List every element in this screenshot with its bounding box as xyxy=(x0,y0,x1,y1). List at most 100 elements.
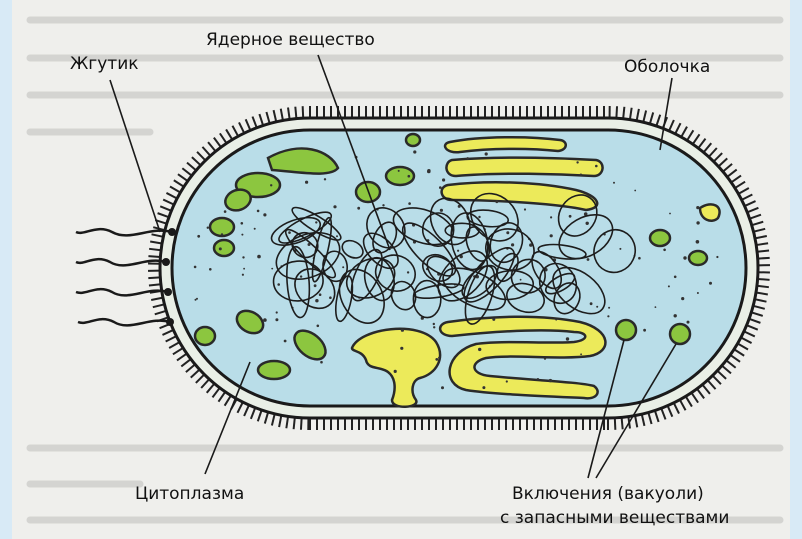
bristle xyxy=(623,107,624,119)
speckle xyxy=(427,169,430,172)
speckle xyxy=(207,227,209,229)
speckle xyxy=(324,178,326,180)
speckle xyxy=(209,268,212,271)
speckle xyxy=(315,221,317,223)
speckle xyxy=(400,347,403,350)
label-membrane: Оболочка xyxy=(624,57,710,77)
bristle xyxy=(149,284,161,285)
speckle xyxy=(288,231,291,234)
speckle xyxy=(433,323,435,325)
speckle xyxy=(357,207,360,210)
speckle xyxy=(219,247,222,250)
speckle xyxy=(224,210,227,213)
speckle xyxy=(506,380,508,382)
speckle xyxy=(241,222,244,225)
label-inclusions-line2: с запасными веществами xyxy=(500,508,729,528)
speckle xyxy=(511,243,514,246)
speckle xyxy=(669,213,671,215)
speckle xyxy=(576,161,578,163)
speckle xyxy=(275,318,278,321)
speckle xyxy=(709,282,712,285)
speckle xyxy=(277,283,280,286)
bristle xyxy=(148,256,160,257)
speckle xyxy=(492,318,495,321)
speckle xyxy=(549,379,552,382)
speckle xyxy=(401,329,404,332)
speckle xyxy=(241,234,243,236)
speckle xyxy=(696,240,700,244)
speckle xyxy=(506,231,509,234)
speckle xyxy=(655,306,657,308)
speckle xyxy=(276,311,278,313)
speckle xyxy=(435,358,438,361)
label-flagellum: Жгутик xyxy=(70,54,139,74)
speckle xyxy=(668,285,670,287)
speckle xyxy=(580,174,583,177)
speckle xyxy=(457,250,459,252)
speckle xyxy=(243,268,245,270)
speckle xyxy=(482,386,485,389)
speckle xyxy=(242,256,244,258)
speckle xyxy=(495,200,498,203)
speckle xyxy=(587,258,590,261)
speckle xyxy=(608,307,610,309)
label-nuclear-matter: Ядерное вещество xyxy=(206,30,375,50)
speckle xyxy=(634,190,636,192)
speckle xyxy=(716,256,718,258)
speckle xyxy=(320,361,323,364)
speckle xyxy=(413,150,416,153)
speckle xyxy=(566,337,569,340)
speckle xyxy=(485,152,488,155)
bristle xyxy=(615,418,616,430)
label-inclusions-line1: Включения (вакуоли) xyxy=(512,484,704,504)
speckle xyxy=(342,266,344,268)
speckle xyxy=(257,255,261,259)
speckle xyxy=(478,348,481,351)
speckle xyxy=(315,299,318,302)
speckle xyxy=(407,271,409,273)
speckle xyxy=(440,209,443,212)
speckle xyxy=(194,266,197,269)
speckle xyxy=(569,215,572,218)
speckle xyxy=(242,274,244,276)
speckle xyxy=(607,315,609,317)
speckle xyxy=(537,378,539,380)
speckle xyxy=(586,222,589,225)
speckle xyxy=(580,353,582,355)
speckle xyxy=(590,302,593,305)
speckle xyxy=(442,178,445,181)
speckle xyxy=(197,235,200,238)
speckle xyxy=(284,340,287,343)
speckle xyxy=(683,256,686,259)
speckle xyxy=(478,216,480,218)
speckle xyxy=(613,182,615,184)
speckle xyxy=(271,268,273,270)
speckle xyxy=(696,221,699,224)
speckle xyxy=(336,235,338,237)
speckle xyxy=(433,326,435,328)
speckle xyxy=(329,296,332,299)
bristle xyxy=(301,418,302,430)
speckle xyxy=(439,186,442,189)
speckle xyxy=(696,206,699,209)
bristle xyxy=(295,107,296,119)
speckle xyxy=(438,357,440,359)
speckle xyxy=(221,233,223,235)
speckle xyxy=(555,319,557,321)
speckle xyxy=(408,175,411,178)
bristle xyxy=(149,249,161,250)
speckle xyxy=(466,157,469,160)
speckle xyxy=(317,325,320,328)
speckle xyxy=(300,275,302,277)
bristle xyxy=(757,286,769,287)
bristle xyxy=(294,417,295,429)
bristle xyxy=(758,279,770,280)
bristle xyxy=(616,106,617,118)
bristle xyxy=(303,106,304,118)
label-cytoplasm: Цитоплазма xyxy=(135,484,244,504)
speckle xyxy=(441,386,444,389)
speckle xyxy=(382,204,384,206)
speckle xyxy=(314,284,317,287)
speckle xyxy=(663,249,666,252)
